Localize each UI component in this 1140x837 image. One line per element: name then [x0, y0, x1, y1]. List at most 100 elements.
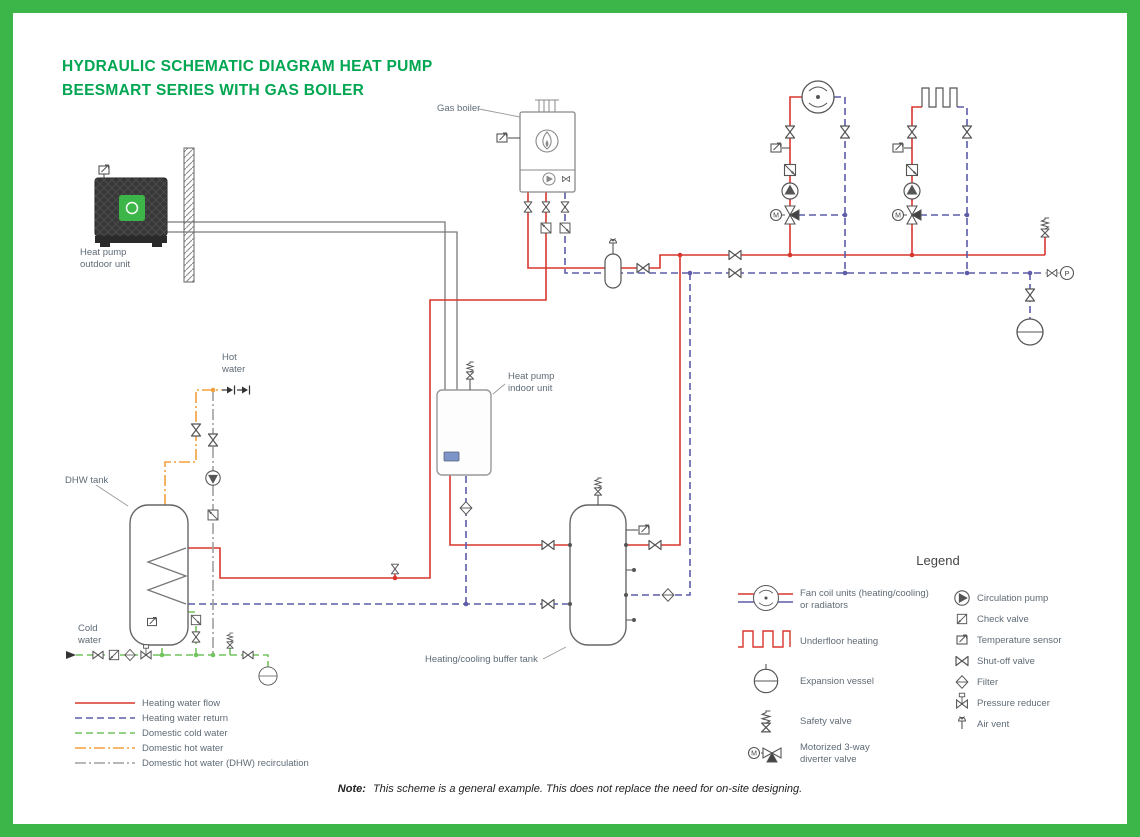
- outdoor-unit-foot: [100, 243, 110, 247]
- legend-title: Legend: [916, 553, 959, 568]
- legend-item-label: or radiators: [800, 600, 848, 611]
- buffer-tank-label: Heating/cooling buffer tank: [425, 654, 538, 665]
- shut-off-valve-icon: [784, 125, 796, 139]
- temperature-sensor-icon: [496, 132, 508, 143]
- page-title-line1: HYDRAULIC SCHEMATIC DIAGRAM HEAT PUMP: [62, 58, 432, 75]
- motorized-3way-valve-icon: [769, 205, 800, 225]
- pressure-gauge-label: P: [1064, 269, 1069, 278]
- filter-icon: [124, 648, 136, 662]
- heat-pump-outdoor-unit: Heat pump outdoor unit: [80, 147, 195, 283]
- air-separator: [604, 237, 622, 289]
- cold-water-arrow: [66, 651, 76, 659]
- shut-off-valve-icon: [961, 125, 973, 139]
- indoor-unit-label-1: Heat pump: [508, 371, 554, 382]
- safety-valve-icon: [1040, 217, 1050, 238]
- temperature-sensor-icon: [770, 142, 782, 153]
- legend-item-label: Pressure reducer: [977, 698, 1050, 709]
- heat-pump-indoor-unit: Heat pump indoor unit: [436, 361, 554, 476]
- legend-item-label: Underfloor heating: [800, 636, 878, 647]
- temperature-sensor-icon: [98, 164, 110, 175]
- legend-item-label: Filter: [977, 677, 998, 688]
- legend-item-label: diverter valve: [800, 754, 857, 765]
- temperature-sensor-icon: [892, 142, 904, 153]
- outdoor-unit-label-2: outdoor unit: [80, 259, 131, 270]
- expansion-vessel-icon: [1016, 318, 1044, 346]
- gas-boiler: Gas boiler: [437, 99, 576, 193]
- outdoor-unit-base: [95, 236, 167, 243]
- brand-logo-glyph: [125, 201, 139, 215]
- radiator-circuit: [891, 87, 973, 225]
- domestic-hot-water-pipes: [164, 389, 222, 505]
- domestic-water-components: Hot water Cold water: [66, 352, 278, 686]
- check-valve-icon: [905, 163, 919, 177]
- outdoor-unit-label-1: Heat pump: [80, 247, 126, 258]
- underfloor-heating-icon: [738, 630, 791, 648]
- boiler-flue-lines: [535, 99, 559, 112]
- note-prefix: Note:: [338, 783, 366, 795]
- buffer-tank: Heating/cooling buffer tank: [425, 477, 650, 665]
- dhw-coil: [146, 547, 188, 605]
- shut-off-valve-icon: [390, 563, 400, 575]
- check-valve-icon: [559, 222, 571, 234]
- legend-item-label: Motorized 3-way: [800, 742, 870, 753]
- title-block: HYDRAULIC SCHEMATIC DIAGRAM HEAT PUMP BE…: [62, 58, 432, 99]
- safety-valve-icon: [760, 710, 772, 733]
- flame-icon: [542, 131, 552, 150]
- boiler-leader: [478, 108, 521, 118]
- shut-off-valve-icon: [242, 650, 254, 660]
- buffer-leader: [542, 646, 567, 660]
- shut-off-valve-icon: [906, 125, 918, 139]
- line-legend-label: Heating water flow: [142, 698, 220, 709]
- shut-off-valve-icon: [541, 598, 555, 610]
- legend-item-label: Temperature sensor: [977, 635, 1061, 646]
- expansion-vessel-icon: [258, 666, 278, 686]
- shut-off-valve-icon: [191, 631, 201, 643]
- indoor-unit-body: [436, 389, 492, 476]
- brand-logo: [119, 195, 145, 221]
- legend: Legend Fan coil units (heating/cooling) …: [738, 553, 1061, 765]
- circulation-pump-icon: [781, 182, 799, 200]
- shut-off-valve-icon: [523, 201, 533, 213]
- check-valve-icon: [540, 222, 552, 234]
- legend-item-label: Circulation pump: [977, 593, 1048, 604]
- check-valve-icon: [108, 649, 120, 661]
- shut-off-valve-icon: [1024, 288, 1036, 302]
- fan-coil-icon: [801, 80, 835, 114]
- temperature-sensor-icon: [147, 617, 157, 627]
- shut-off-valve-icon: [636, 262, 650, 274]
- check-valve-icon: [956, 613, 968, 625]
- shut-off-valve-icon: [560, 201, 570, 213]
- pressure-gauge-icon: [1059, 265, 1075, 281]
- dhw-tank-label: DHW tank: [65, 475, 109, 486]
- legend-item-label: Check valve: [977, 614, 1029, 625]
- boiler-connection-components: [523, 201, 571, 234]
- check-valve-icon: [207, 509, 219, 521]
- distribution-components: [390, 501, 675, 610]
- line-legend-label: Domestic cold water: [142, 728, 228, 739]
- filter-icon: [955, 675, 969, 689]
- page-title-line2: BEESMART SERIES WITH GAS BOILER: [62, 82, 364, 99]
- filter-icon: [661, 588, 675, 602]
- legend-item-label: Shut-off valve: [977, 656, 1035, 667]
- junction-dots: [159, 212, 1033, 658]
- shut-off-valve-icon: [728, 249, 742, 261]
- cold-water-label-1: Cold: [78, 623, 98, 634]
- line-legend-label: Domestic hot water: [142, 743, 223, 754]
- circulation-pump-icon: [903, 182, 921, 200]
- gas-boiler-label: Gas boiler: [437, 103, 480, 114]
- safety-valve-icon: [593, 477, 603, 496]
- boiler-flue: [538, 99, 556, 113]
- shut-off-valve-icon: [190, 423, 202, 437]
- pressure-reducer-icon: [140, 644, 152, 660]
- safety-valve-icon: [226, 632, 234, 649]
- underfloor-radiator-icon: [921, 87, 958, 108]
- circulation-pump-icon: [954, 590, 970, 606]
- boiler-pump-rotor: [546, 175, 553, 183]
- air-vent-icon: [608, 237, 618, 252]
- wall-hatch: [183, 147, 195, 283]
- dhw-leader: [95, 484, 129, 507]
- legend-item-label: Fan coil units (heating/cooling): [800, 588, 929, 599]
- legend-item-label: Air vent: [977, 719, 1010, 730]
